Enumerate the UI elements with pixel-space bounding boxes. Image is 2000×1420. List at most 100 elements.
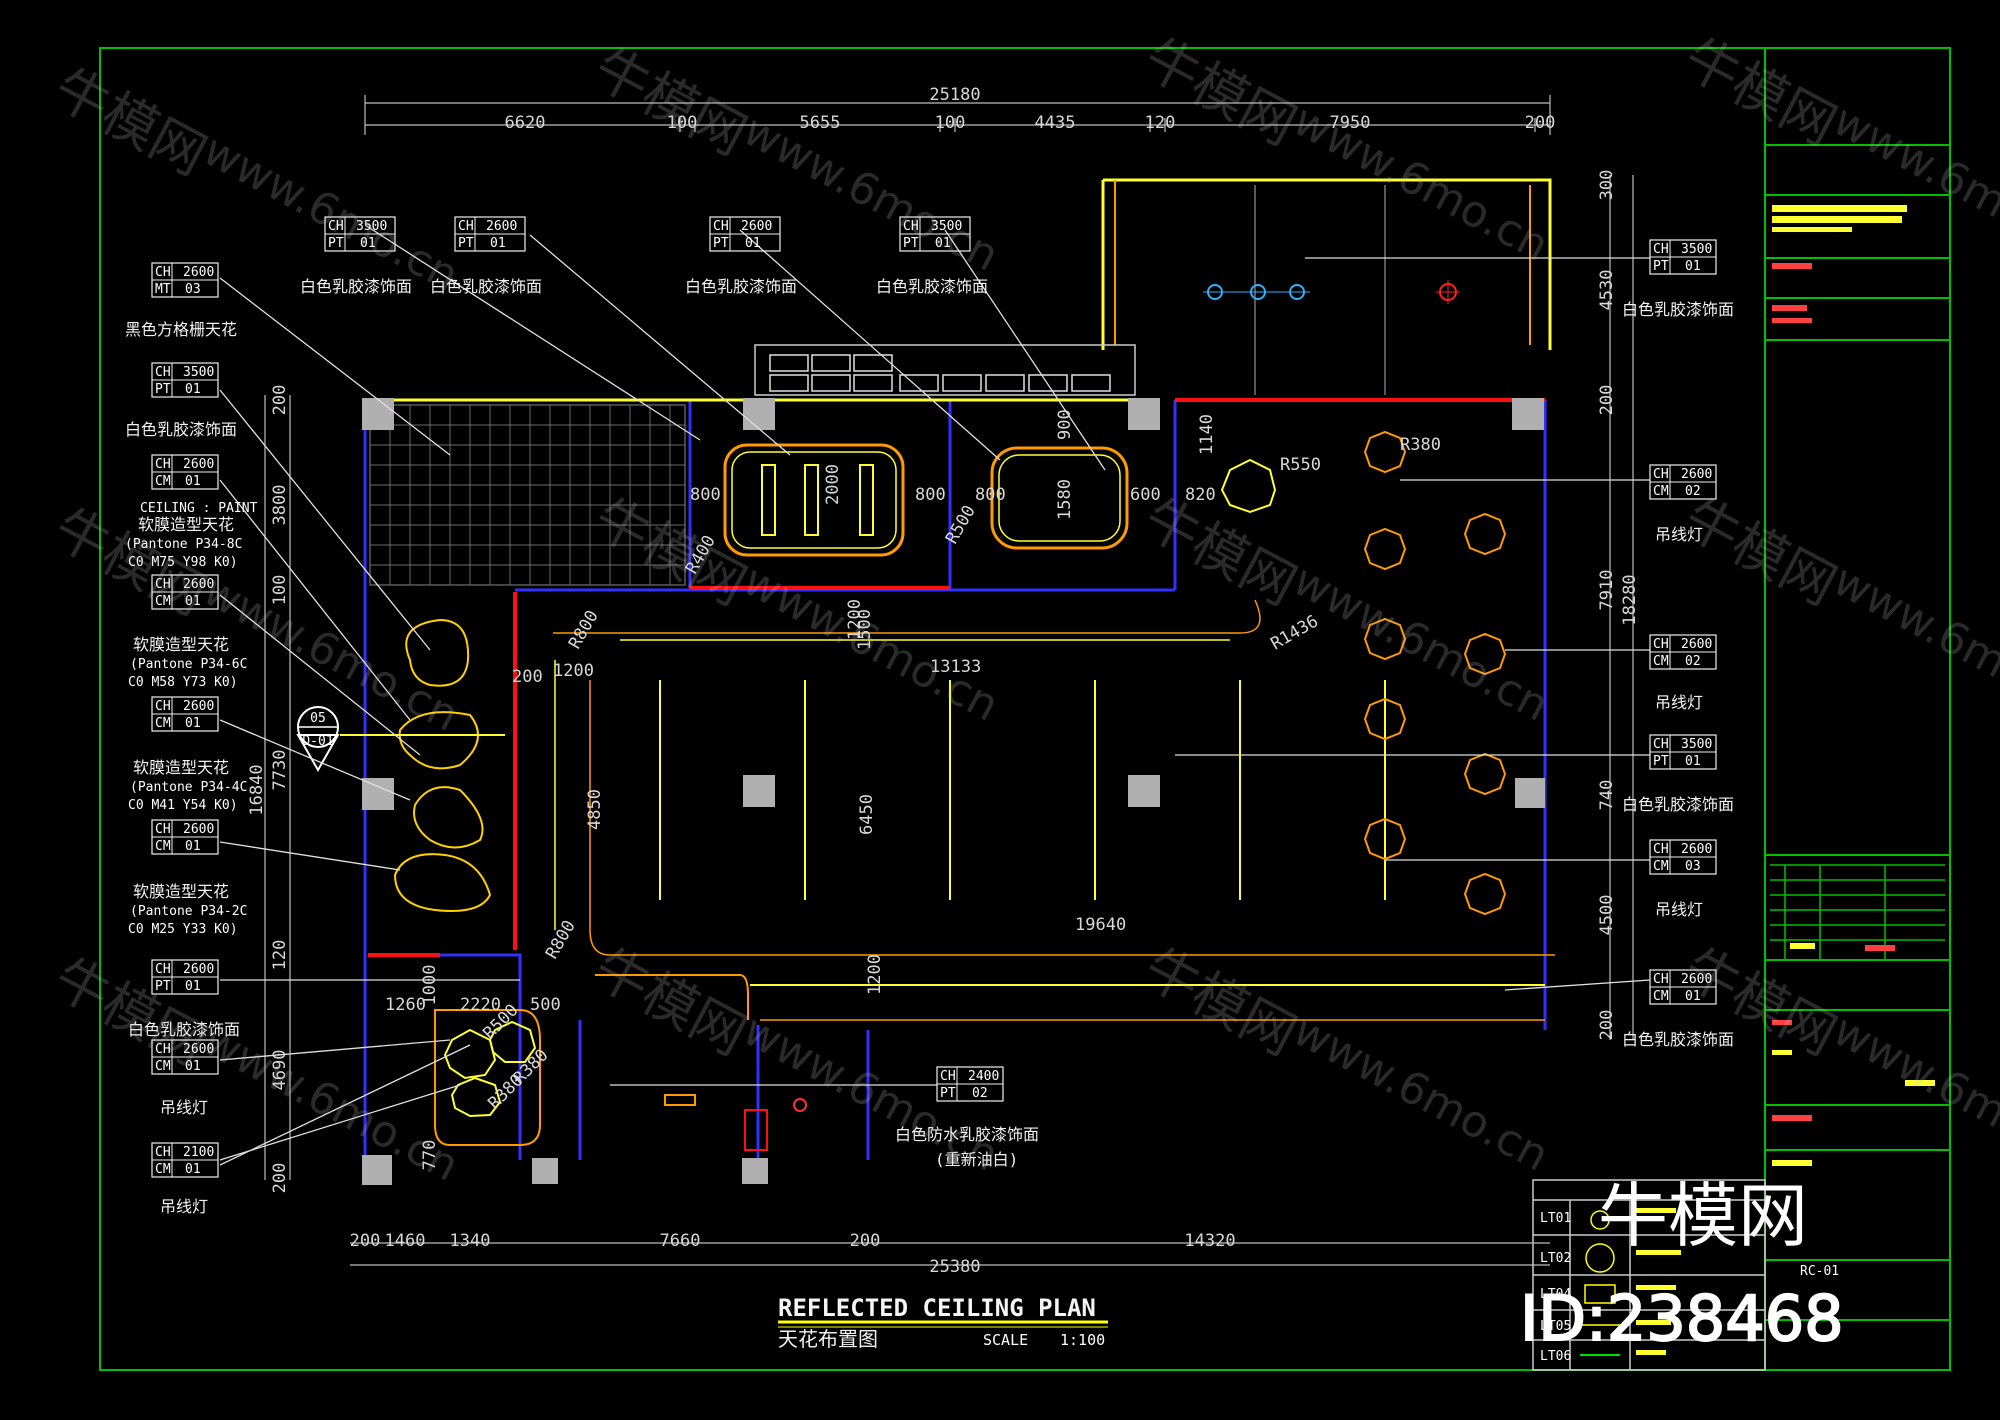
- dim-left: 200: [270, 385, 290, 416]
- svg-text:CM: CM: [155, 1059, 171, 1074]
- tag-desc: 白色乳胶漆饰面: [125, 420, 237, 439]
- svg-text:2600: 2600: [183, 822, 214, 837]
- svg-text:CH: CH: [1653, 467, 1669, 482]
- svg-text:01: 01: [185, 594, 201, 609]
- sheet-number: RC-01: [1800, 1264, 1839, 1279]
- dim-right: 200: [1597, 385, 1617, 416]
- svg-text:CM: CM: [1653, 484, 1669, 499]
- svg-text:3500: 3500: [1681, 242, 1712, 257]
- dim-interior: 6450: [857, 794, 877, 835]
- dim-right: 7910: [1597, 570, 1617, 611]
- dim-bottom: 1340: [450, 1231, 491, 1251]
- dim-interior: 1200: [865, 954, 885, 995]
- dim-right: 740: [1597, 780, 1617, 811]
- dim-top: 6620: [505, 113, 546, 133]
- svg-text:MT: MT: [155, 282, 171, 297]
- svg-text:2600: 2600: [486, 219, 517, 234]
- svg-text:3500: 3500: [1681, 737, 1712, 752]
- svg-text:CH: CH: [458, 219, 474, 234]
- svg-text:PT: PT: [713, 236, 729, 251]
- dim-left: 770: [420, 1140, 440, 1171]
- svg-text:软膜造型天花: 软膜造型天花: [133, 758, 229, 777]
- svg-text:CM: CM: [155, 594, 171, 609]
- svg-text:01: 01: [185, 839, 201, 854]
- svg-text:CEILING : PAINT: CEILING : PAINT: [140, 501, 258, 516]
- svg-text:白色乳胶漆饰面: 白色乳胶漆饰面: [876, 277, 988, 296]
- svg-text:白色防水乳胶漆饰面: 白色防水乳胶漆饰面: [895, 1125, 1039, 1144]
- svg-text:CM: CM: [1653, 859, 1669, 874]
- svg-text:白色乳胶漆饰面: 白色乳胶漆饰面: [128, 1020, 240, 1039]
- svg-text:PT: PT: [458, 236, 474, 251]
- svg-text:3500: 3500: [356, 219, 387, 234]
- svg-text:CH: CH: [1653, 842, 1669, 857]
- svg-text:(Pantone P34-4C: (Pantone P34-4C: [130, 780, 247, 795]
- dim-interior: R550: [1280, 455, 1321, 475]
- lower-room: [434, 974, 807, 1151]
- svg-text:CH: CH: [155, 962, 171, 977]
- svg-text:01: 01: [745, 236, 761, 251]
- svg-text:01: 01: [1685, 259, 1701, 274]
- tag-desc: 黑色方格栅天花: [125, 320, 237, 339]
- dim-bottom: 200: [350, 1231, 381, 1251]
- dim-interior: 1200: [553, 661, 594, 681]
- dim-total-bottom: 25380: [929, 1257, 980, 1277]
- leader-lines: [219, 224, 1651, 1166]
- dim-top: 100: [935, 113, 966, 133]
- svg-text:CH: CH: [155, 265, 171, 280]
- svg-text:软膜造型天花: 软膜造型天花: [138, 515, 234, 534]
- dim-interior: 900: [1055, 409, 1075, 440]
- svg-text:吊线灯: 吊线灯: [160, 1197, 208, 1216]
- svg-text:吊线灯: 吊线灯: [1655, 525, 1703, 544]
- dim-top: 120: [1145, 113, 1176, 133]
- svg-text:(Pantone P34-8C: (Pantone P34-8C: [125, 537, 242, 552]
- svg-text:CH: CH: [1653, 242, 1669, 257]
- svg-text:CM: CM: [1653, 654, 1669, 669]
- dim-interior: 4850: [585, 789, 605, 830]
- dim-interior: 13133: [930, 657, 981, 677]
- svg-text:C0 M75 Y98 K0): C0 M75 Y98 K0): [128, 555, 238, 570]
- svg-text:CH: CH: [155, 1042, 171, 1057]
- dim-interior: 2220: [460, 995, 501, 1015]
- svg-text:2600: 2600: [183, 962, 214, 977]
- dim-left: 200: [270, 1163, 290, 1194]
- svg-text:CH: CH: [940, 1069, 956, 1084]
- svg-text:(Pantone P34-6C: (Pantone P34-6C: [130, 657, 247, 672]
- upper-room: [1101, 178, 1552, 395]
- dimension-lines: [264, 95, 1634, 1266]
- svg-text:PT: PT: [155, 979, 171, 994]
- dim-interior: 1580: [1055, 479, 1075, 520]
- svg-text:PT: PT: [1653, 259, 1669, 274]
- svg-text:2600: 2600: [183, 577, 214, 592]
- dim-interior: 820: [1185, 485, 1216, 505]
- dim-interior: 1200: [845, 599, 865, 640]
- svg-text:CH: CH: [155, 365, 171, 380]
- dim-interior: 2000: [823, 464, 843, 505]
- svg-text:2600: 2600: [183, 265, 214, 280]
- dim-left: 7730: [270, 750, 290, 791]
- brand-watermark: 牛模网 ID:238468: [1519, 1175, 1845, 1356]
- svg-text:2400: 2400: [968, 1069, 999, 1084]
- svg-text:C0 M25 Y33 K0): C0 M25 Y33 K0): [128, 922, 238, 937]
- svg-text:软膜造型天花: 软膜造型天花: [133, 635, 229, 654]
- top-dimensions: 25180 6620 100 5655 100 4435 120 7950 20…: [505, 85, 1556, 133]
- dim-bottom: 14320: [1184, 1231, 1235, 1251]
- grid-ceiling: [369, 404, 686, 586]
- dim-interior: 1260: [385, 995, 426, 1015]
- svg-text:CH: CH: [328, 219, 344, 234]
- title-block: [1770, 205, 1945, 1166]
- svg-text:2600: 2600: [183, 699, 214, 714]
- dim-top: 100: [667, 113, 698, 133]
